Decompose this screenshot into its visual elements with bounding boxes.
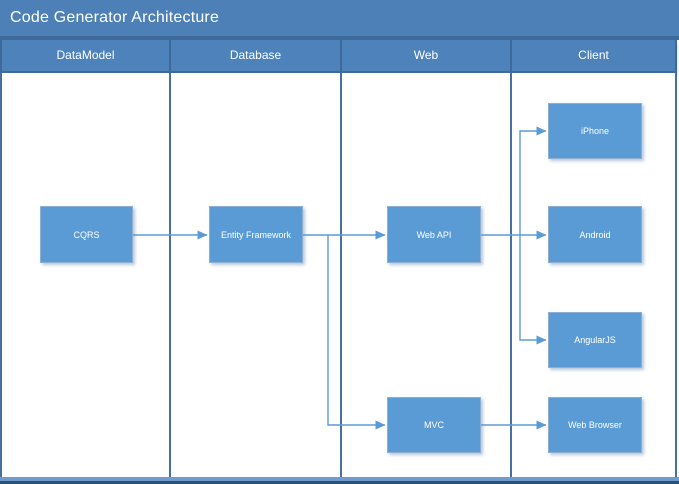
- node-iphone[interactable]: iPhone: [548, 103, 642, 159]
- lane-header-label: Web: [413, 48, 439, 62]
- diagram-title: Code Generator Architecture: [10, 9, 220, 26]
- lane-header-label: DataModel: [56, 48, 115, 62]
- node-label: AngularJS: [574, 335, 616, 345]
- node-angularjs[interactable]: AngularJS: [548, 312, 642, 368]
- lane-header-datamodel: DataModel: [2, 40, 169, 71]
- lane-header-web: Web: [342, 40, 510, 71]
- connector-web-api-to-angularjs: [519, 235, 547, 345]
- node-label: MVC: [424, 420, 444, 430]
- lane-header-database: Database: [171, 40, 340, 71]
- node-label: iPhone: [580, 126, 610, 136]
- node-label: Android: [579, 229, 611, 240]
- node-android[interactable]: Android: [548, 206, 642, 263]
- node-label: Web Browser: [568, 420, 622, 430]
- frame-left-border: [0, 73, 2, 477]
- lane-header-row: DataModel Database Web Client: [0, 40, 677, 73]
- lane-header-client: Client: [512, 40, 675, 71]
- lane-divider-database-web: [340, 73, 342, 477]
- lane-divider-datamodel-database: [169, 73, 171, 477]
- node-label: CQRS: [73, 229, 100, 240]
- node-mvc[interactable]: MVC: [387, 397, 481, 453]
- node-label: Entity Framework: [220, 229, 291, 240]
- node-cqrs[interactable]: CQRS: [40, 206, 133, 263]
- title-bar: Code Generator Architecture: [0, 0, 679, 36]
- frame-right-border: [675, 73, 677, 477]
- connector-entity-framework-to-mvc: [327, 235, 386, 430]
- title-separator: [0, 36, 679, 40]
- lane-header-label: Database: [229, 48, 282, 62]
- node-web-api[interactable]: Web API: [387, 206, 481, 263]
- lane-header-label: Client: [578, 48, 609, 62]
- node-web-browser[interactable]: Web Browser: [548, 397, 642, 453]
- node-entity-framework[interactable]: Entity Framework: [209, 206, 303, 263]
- frame-bottom-band: [0, 477, 679, 481]
- node-label: Web API: [416, 229, 452, 240]
- frame-bottom-edge: [0, 481, 679, 484]
- connector-web-api-to-iphone: [519, 126, 547, 235]
- lane-divider-web-client: [510, 73, 512, 477]
